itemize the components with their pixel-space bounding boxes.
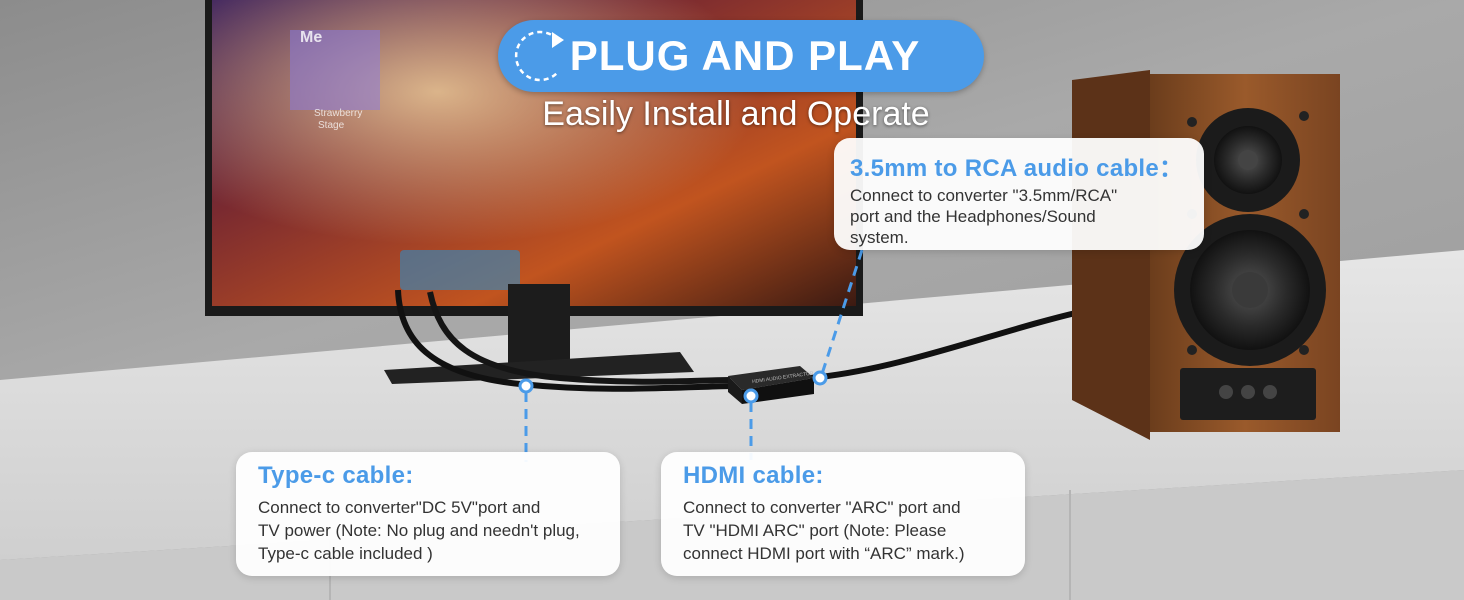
tv-stand-base bbox=[384, 352, 694, 384]
svg-text:Me: Me bbox=[300, 29, 322, 46]
hdmi-cable-callout: HDMI cable: Connect to converter "ARC" p… bbox=[661, 452, 1025, 576]
type-c-cable-description: Connect to converter"DC 5V"port and TV p… bbox=[258, 498, 580, 563]
plug-and-play-banner: PLUG AND PLAY bbox=[498, 20, 984, 92]
hdmi-connector-dot bbox=[743, 388, 759, 404]
hdmi-cable bbox=[427, 291, 731, 385]
typec-connector-dot bbox=[518, 378, 534, 394]
rca-cable-description: Connect to converter "3.5mm/RCA" port an… bbox=[850, 186, 1118, 247]
type-c-cable-title: Type-c cable: bbox=[258, 462, 414, 489]
rca-cable-title: 3.5mm to RCA audio cable： bbox=[850, 155, 1184, 182]
banner-title: PLUG AND PLAY bbox=[569, 32, 921, 79]
type-c-cable-callout: Type-c cable: Connect to converter"DC 5V… bbox=[236, 452, 620, 576]
rca-connector-line bbox=[820, 249, 864, 375]
tv-stand-neck bbox=[508, 284, 570, 364]
speaker bbox=[1072, 70, 1340, 440]
svg-text:Strawberry: Strawberry bbox=[314, 108, 362, 119]
rca-cable bbox=[809, 309, 1081, 381]
banner-subtitle: Easily Install and Operate bbox=[542, 95, 930, 133]
hdmi-cable-description: Connect to converter "ARC" port and TV "… bbox=[683, 498, 965, 563]
circular-arrow-icon bbox=[514, 30, 564, 82]
rca-cable-callout: 3.5mm to RCA audio cable： Connect to con… bbox=[834, 138, 1204, 250]
converter-box: HDMI AUDIO EXTRACTOR bbox=[728, 366, 814, 404]
rca-connector-dot bbox=[812, 370, 828, 386]
svg-text:Stage: Stage bbox=[318, 120, 345, 131]
hdmi-cable-title: HDMI cable: bbox=[683, 462, 824, 489]
